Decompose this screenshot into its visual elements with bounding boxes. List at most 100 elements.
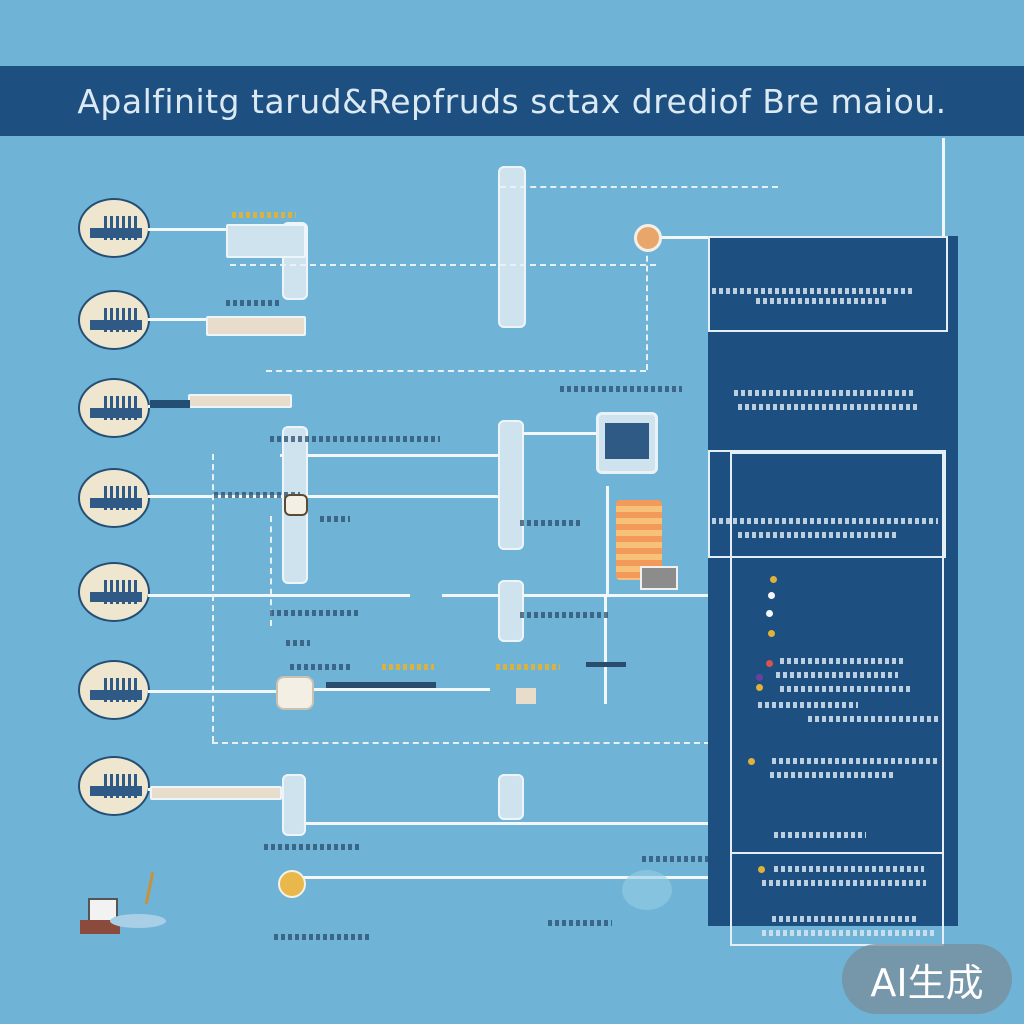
panel-text: [762, 930, 936, 936]
scribble-label: [226, 300, 282, 306]
list-bullet: [766, 610, 773, 617]
connector-line: [300, 822, 710, 825]
list-bullet: [766, 660, 773, 667]
title-banner: Apalfinitg tarud&Repfruds sctax drediof …: [0, 66, 1024, 136]
gauge-icon: [284, 494, 308, 516]
panel-text: [780, 686, 912, 692]
bracket-line: [604, 596, 607, 704]
list-node: [78, 468, 150, 528]
gold-label: [382, 664, 434, 670]
list-bullet: [768, 630, 775, 637]
list-node: [78, 198, 150, 258]
ribbed-node-icon: [90, 486, 142, 510]
scribble-label: [642, 856, 712, 862]
scribble-label: [214, 492, 300, 498]
panel-text: [758, 702, 858, 708]
orb-icon: [634, 224, 662, 252]
ribbed-node-icon: [90, 308, 142, 332]
list-node: [78, 562, 150, 622]
ribbed-node-icon: [90, 396, 142, 420]
panel-text: [762, 880, 926, 886]
panel-text: [780, 658, 906, 664]
scribble-label: [274, 934, 372, 940]
ribbed-node-icon: [90, 580, 142, 604]
list-bullet: [770, 576, 777, 583]
dashed-guide: [500, 186, 778, 188]
column-box: [498, 580, 524, 642]
connector-line: [654, 236, 714, 239]
panel-text: [738, 532, 898, 538]
bar-box: [150, 786, 282, 800]
column-box: [282, 774, 306, 836]
scribble-label: [320, 516, 350, 522]
scribble-label: [270, 610, 360, 616]
gold-label: [232, 212, 296, 218]
ribbed-node-icon: [90, 678, 142, 702]
scribble-label: [286, 640, 310, 646]
bar-box: [226, 224, 306, 258]
bar-box: [188, 394, 292, 408]
ribbed-node-icon: [90, 774, 142, 798]
list-bullet: [756, 674, 763, 681]
ribbed-node-icon: [90, 216, 142, 240]
dashed-guide: [646, 236, 648, 370]
panel-text: [756, 298, 886, 304]
list-node: [78, 756, 150, 816]
swirl-icon: [622, 870, 672, 910]
connector-line: [500, 432, 600, 435]
scribble-label: [520, 520, 580, 526]
navy-bar: [150, 400, 190, 408]
scribble-label: [290, 664, 350, 670]
coin-icon: [278, 870, 306, 898]
laptop-icon: [80, 898, 120, 936]
connector-line: [148, 495, 518, 498]
gauge-icon: [516, 688, 536, 704]
panel-text: [712, 288, 912, 294]
dashed-guide: [212, 742, 710, 744]
panel-text: [808, 716, 940, 722]
panel-box-list: [708, 450, 946, 558]
bracket-line: [606, 486, 609, 596]
device-icon: [640, 566, 678, 590]
connector-line: [148, 318, 222, 321]
navy-bar: [586, 662, 626, 667]
panel-text: [712, 518, 938, 524]
scribble-label: [520, 612, 610, 618]
monitor-icon: [596, 412, 658, 474]
connector-line: [148, 228, 226, 231]
connector-line: [280, 454, 520, 457]
list-node: [78, 378, 150, 438]
list-bullet: [748, 758, 755, 765]
scribble-label: [270, 436, 440, 442]
navy-bar: [326, 682, 436, 688]
list-bullet: [758, 866, 765, 873]
dashed-guide: [230, 264, 656, 266]
dashed-guide: [212, 454, 214, 742]
bar-box: [206, 316, 306, 336]
scribble-label: [548, 920, 612, 926]
ai-generated-badge: AI生成: [842, 944, 1012, 1014]
list-bullet: [768, 592, 775, 599]
column-box: [498, 774, 524, 820]
plant-icon: [140, 866, 160, 906]
gold-label: [496, 664, 560, 670]
dashed-guide: [270, 516, 272, 626]
panel-box-top: [708, 236, 948, 332]
panel-text: [774, 832, 866, 838]
info-panel: [708, 236, 958, 946]
panel-text: [774, 866, 924, 872]
panel-text: [772, 916, 916, 922]
dashed-guide: [266, 370, 646, 372]
panel-text: [776, 672, 898, 678]
list-node: [78, 660, 150, 720]
connector-line: [300, 876, 714, 879]
page-title: Apalfinitg tarud&Repfruds sctax drediof …: [77, 81, 947, 121]
scribble-label: [264, 844, 360, 850]
panel-text: [770, 772, 896, 778]
panel-text: [772, 758, 938, 764]
list-bullet: [756, 684, 763, 691]
connector-line: [442, 594, 754, 597]
panel-text: [734, 390, 914, 396]
panel-text: [738, 404, 920, 410]
connector-line: [148, 594, 410, 597]
